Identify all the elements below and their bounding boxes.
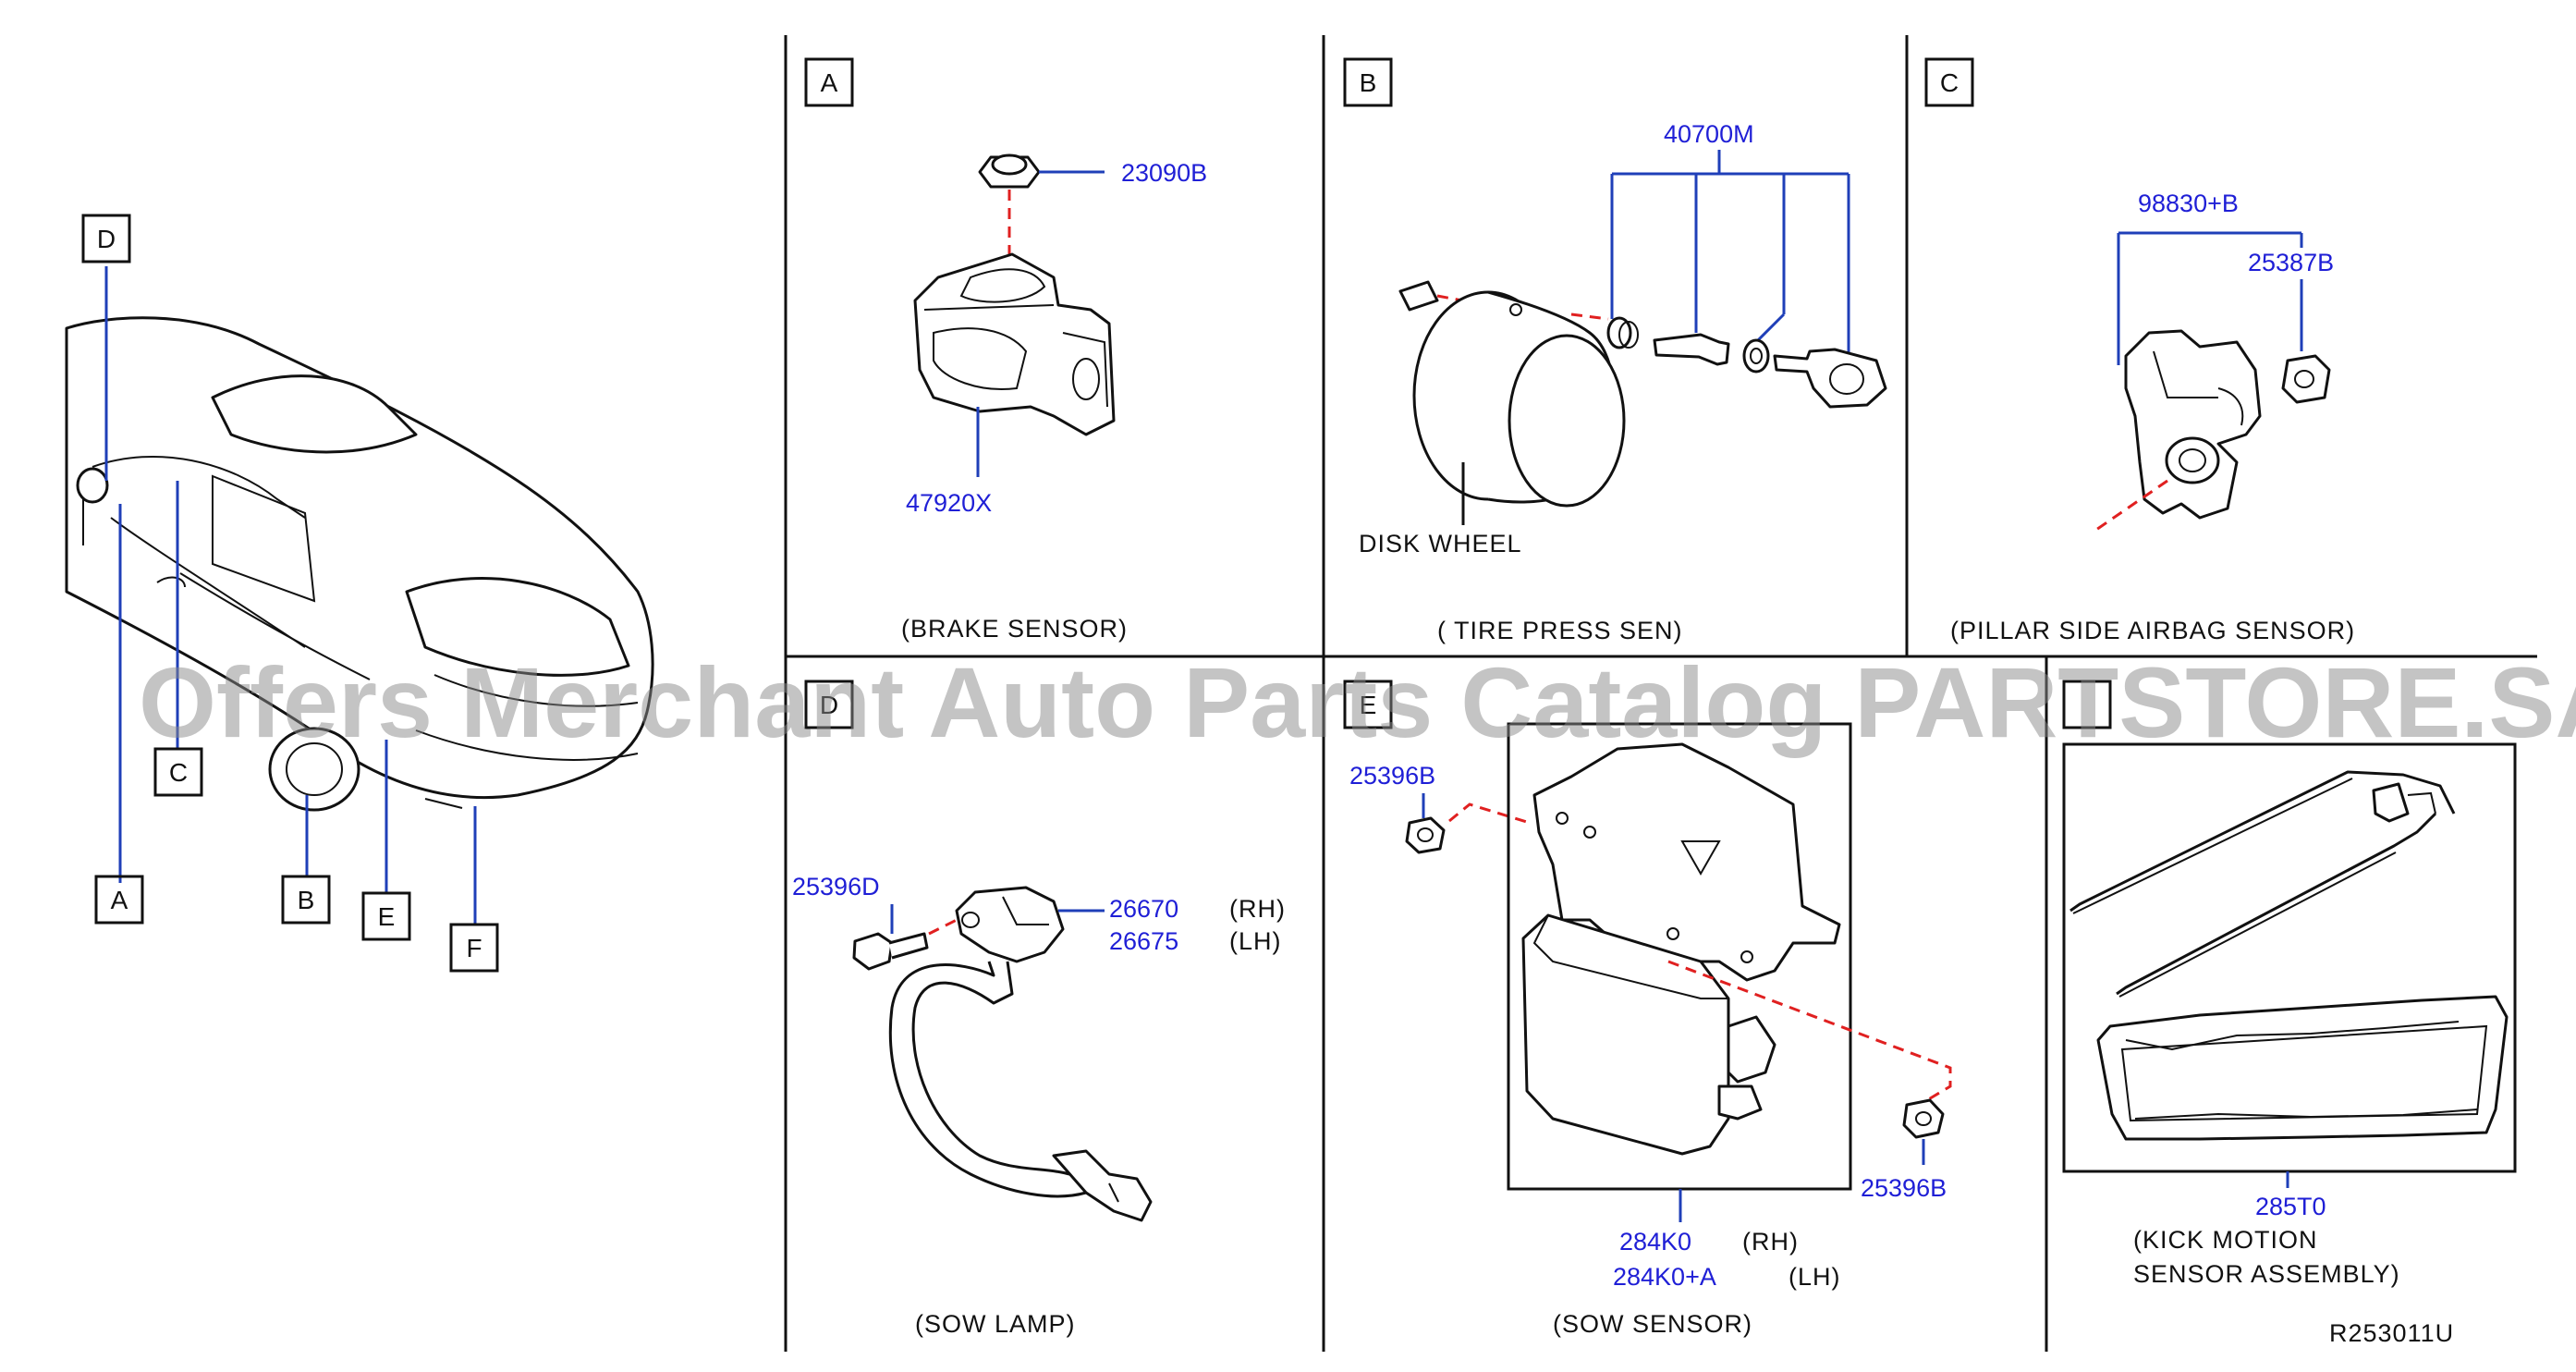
sow-lamp-26670[interactable] xyxy=(888,886,1153,1222)
part-number-284k0a: 284K0+A xyxy=(1613,1263,1716,1291)
svg-text:D: D xyxy=(97,225,116,253)
sow-sensor-284k0[interactable] xyxy=(1521,913,1776,1156)
svg-text:C: C xyxy=(1940,68,1959,97)
svg-text:D: D xyxy=(820,691,838,719)
overview-callout-A[interactable]: A xyxy=(94,875,144,925)
disk-wheel-label: DISK WHEEL xyxy=(1359,530,1522,557)
panel-c-caption: (PILLAR SIDE AIRBAG SENSOR) xyxy=(1950,617,2355,644)
part-number-284k0: 284K0 xyxy=(1619,1228,1691,1256)
panel-e-side-lh: (LH) xyxy=(1789,1263,1841,1291)
svg-text:E: E xyxy=(1360,691,1377,719)
valve-nut[interactable] xyxy=(1742,338,1770,374)
panel-a-caption: (BRAKE SENSOR) xyxy=(901,615,1128,643)
panel-f-letter-box[interactable] xyxy=(2062,680,2112,729)
part-number-23090b: 23090B xyxy=(1121,159,1207,187)
part-number-25396b-lower: 25396B xyxy=(1861,1174,1947,1202)
svg-text:C: C xyxy=(169,758,188,787)
overview-callout-E[interactable]: E xyxy=(361,891,411,941)
panel-d-side-rh: (RH) xyxy=(1229,895,1286,923)
disk-wheel[interactable] xyxy=(1412,290,1626,508)
diagram-code: R253011U xyxy=(2329,1319,2454,1347)
panel-d-side-lh: (LH) xyxy=(1229,927,1282,955)
panel-f: 285T0 (KICK MOTION SENSOR ASSEMBLY) xyxy=(2062,680,2517,1288)
overview-callout-B[interactable]: B xyxy=(281,875,331,925)
part-number-25396d: 25396D xyxy=(792,873,880,900)
panel-b: B 40700M xyxy=(1343,57,1887,644)
svg-text:B: B xyxy=(1360,68,1377,97)
vehicle-overview xyxy=(65,316,654,812)
part-number-40700m: 40700M xyxy=(1664,120,1754,148)
part-number-285t0: 285T0 xyxy=(2255,1193,2326,1220)
panel-f-caption-line2: SENSOR ASSEMBLY) xyxy=(2133,1260,2400,1288)
brake-sensor-47920x[interactable] xyxy=(913,252,1116,436)
panel-c: C 98830+B 25387B (PILLAR SIDE AIRBAG SEN… xyxy=(1924,57,2355,644)
overview-callout-F[interactable]: F xyxy=(449,923,499,973)
svg-text:A: A xyxy=(821,68,838,97)
bolt-25396d[interactable] xyxy=(852,932,929,971)
kick-sensor-harness[interactable] xyxy=(2069,770,2456,998)
part-number-26675: 26675 xyxy=(1109,927,1178,955)
kick-motion-frame xyxy=(2062,742,2517,1173)
overview-callout-C[interactable]: C xyxy=(153,747,203,797)
svg-text:E: E xyxy=(378,902,396,931)
svg-text:A: A xyxy=(111,886,128,914)
svg-text:F: F xyxy=(466,934,482,962)
overview-callout-leaders xyxy=(104,266,477,925)
panel-grid xyxy=(784,35,2537,1352)
part-number-25387b: 25387B xyxy=(2248,249,2334,276)
panel-d-letter-box[interactable]: D xyxy=(804,680,854,729)
panel-f-caption-line1: (KICK MOTION xyxy=(2133,1226,2318,1254)
part-number-25396b-upper: 25396B xyxy=(1349,762,1435,790)
nut-25396b-upper[interactable] xyxy=(1405,816,1446,854)
valve-stem[interactable] xyxy=(1653,333,1730,366)
part-number-26670: 26670 xyxy=(1109,895,1178,923)
panel-e: E 25396B 25396B xyxy=(1343,680,1952,1338)
panel-a: A 23090B 47920X (BRAKE SENSOR) xyxy=(804,57,1207,643)
panel-e-letter-box[interactable]: E xyxy=(1343,680,1393,729)
panel-d-caption: (SOW LAMP) xyxy=(915,1310,1076,1338)
panel-e-side-rh: (RH) xyxy=(1742,1228,1799,1256)
panel-c-letter-box[interactable]: C xyxy=(1924,57,1974,107)
panel-d: D 25396D 26670 26675 (RH) (LH) (SOW LAMP… xyxy=(792,680,1286,1338)
kick-sensor-bezel[interactable] xyxy=(2096,995,2509,1141)
part-number-47920x: 47920X xyxy=(906,489,992,517)
panel-b-letter-box[interactable]: B xyxy=(1343,57,1393,107)
nut-23090b[interactable] xyxy=(978,153,1041,189)
airbag-sensor-98830b[interactable] xyxy=(2124,329,2262,520)
valve-grommet[interactable] xyxy=(1606,316,1639,349)
sow-sensor-bracket[interactable] xyxy=(1532,742,1841,982)
panel-b-caption: ( TIRE PRESS SEN) xyxy=(1437,617,1683,644)
tpms-sensor[interactable] xyxy=(1773,348,1887,409)
nut-25387b[interactable] xyxy=(2281,354,2331,404)
overview-callout-D[interactable]: D xyxy=(81,214,131,263)
svg-text:B: B xyxy=(298,886,315,914)
panel-a-letter-box[interactable]: A xyxy=(804,57,854,107)
nut-25396b-lower[interactable] xyxy=(1902,1098,1945,1139)
panel-e-caption: (SOW SENSOR) xyxy=(1553,1310,1752,1338)
part-number-98830b: 98830+B xyxy=(2138,190,2239,217)
watermark: Offers Merchant Auto Parts Catalog PARTS… xyxy=(139,646,2576,758)
valve-cap[interactable] xyxy=(1398,280,1439,312)
